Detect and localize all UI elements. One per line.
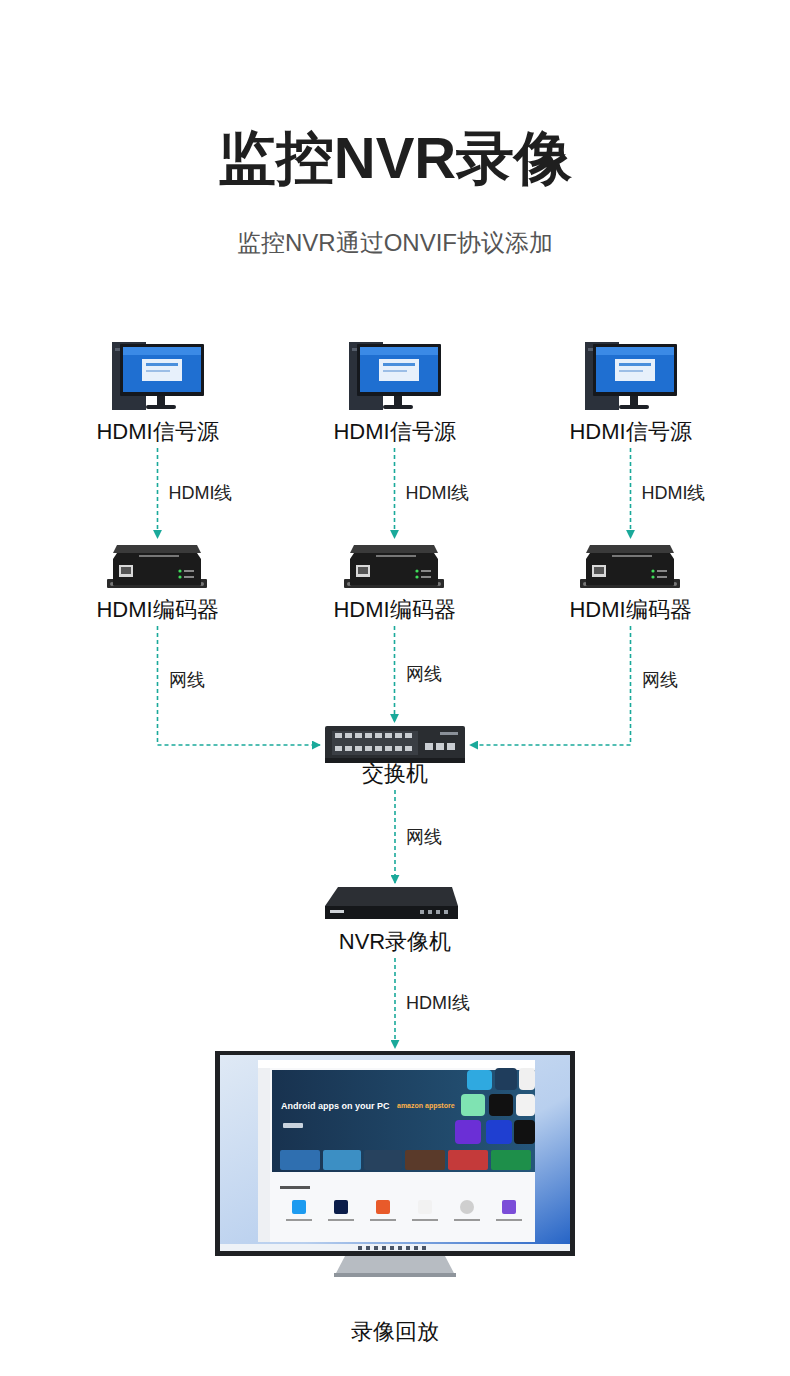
device-node: HDMI信号源 — [95, 338, 220, 448]
cable-label: 网线 — [169, 669, 205, 691]
device-label: 交换机 — [362, 761, 428, 787]
device-node: HDMI编码器 — [95, 538, 220, 626]
device-node: NVR录像机 — [315, 883, 475, 958]
device-label: 录像回放 — [351, 1319, 439, 1345]
dashed-connector — [394, 626, 396, 722]
device-node: HDMI编码器 — [332, 538, 457, 626]
device-label: HDMI编码器 — [569, 597, 691, 623]
device-label: HDMI信号源 — [333, 419, 455, 445]
dashed-connector — [158, 626, 321, 745]
subtitle: 监控NVR通过ONVIF协议添加 — [0, 229, 790, 258]
cable-label: 网线 — [406, 826, 442, 848]
screen-text: Android apps on your PC — [281, 1101, 401, 1112]
dashed-connector — [630, 448, 632, 538]
dashed-connector — [394, 958, 396, 1048]
cable-label: HDMI线 — [406, 992, 470, 1014]
cable-label: 网线 — [406, 663, 442, 685]
device-node: 交换机 — [320, 722, 470, 790]
device-label: HDMI编码器 — [96, 597, 218, 623]
cable-label: 网线 — [642, 669, 678, 691]
cable-label: HDMI线 — [642, 482, 706, 504]
device-node: HDMI编码器 — [568, 538, 693, 626]
device-label: NVR录像机 — [339, 929, 451, 955]
device-node: HDMI信号源 — [568, 338, 693, 448]
dashed-connector — [470, 626, 631, 745]
cable-label: HDMI线 — [169, 482, 233, 504]
dashed-connector — [394, 790, 396, 883]
dashed-connector — [394, 448, 396, 538]
device-label: HDMI信号源 — [569, 419, 691, 445]
dashed-connector — [157, 448, 159, 538]
device-label: HDMI编码器 — [333, 597, 455, 623]
page-title: 监控NVR录像 — [0, 122, 790, 194]
screen-text: amazon appstore — [397, 1102, 467, 1110]
device-node: 录像回放 — [215, 1048, 575, 1348]
device-label: HDMI信号源 — [96, 419, 218, 445]
cable-label: HDMI线 — [406, 482, 470, 504]
device-node: HDMI信号源 — [332, 338, 457, 448]
